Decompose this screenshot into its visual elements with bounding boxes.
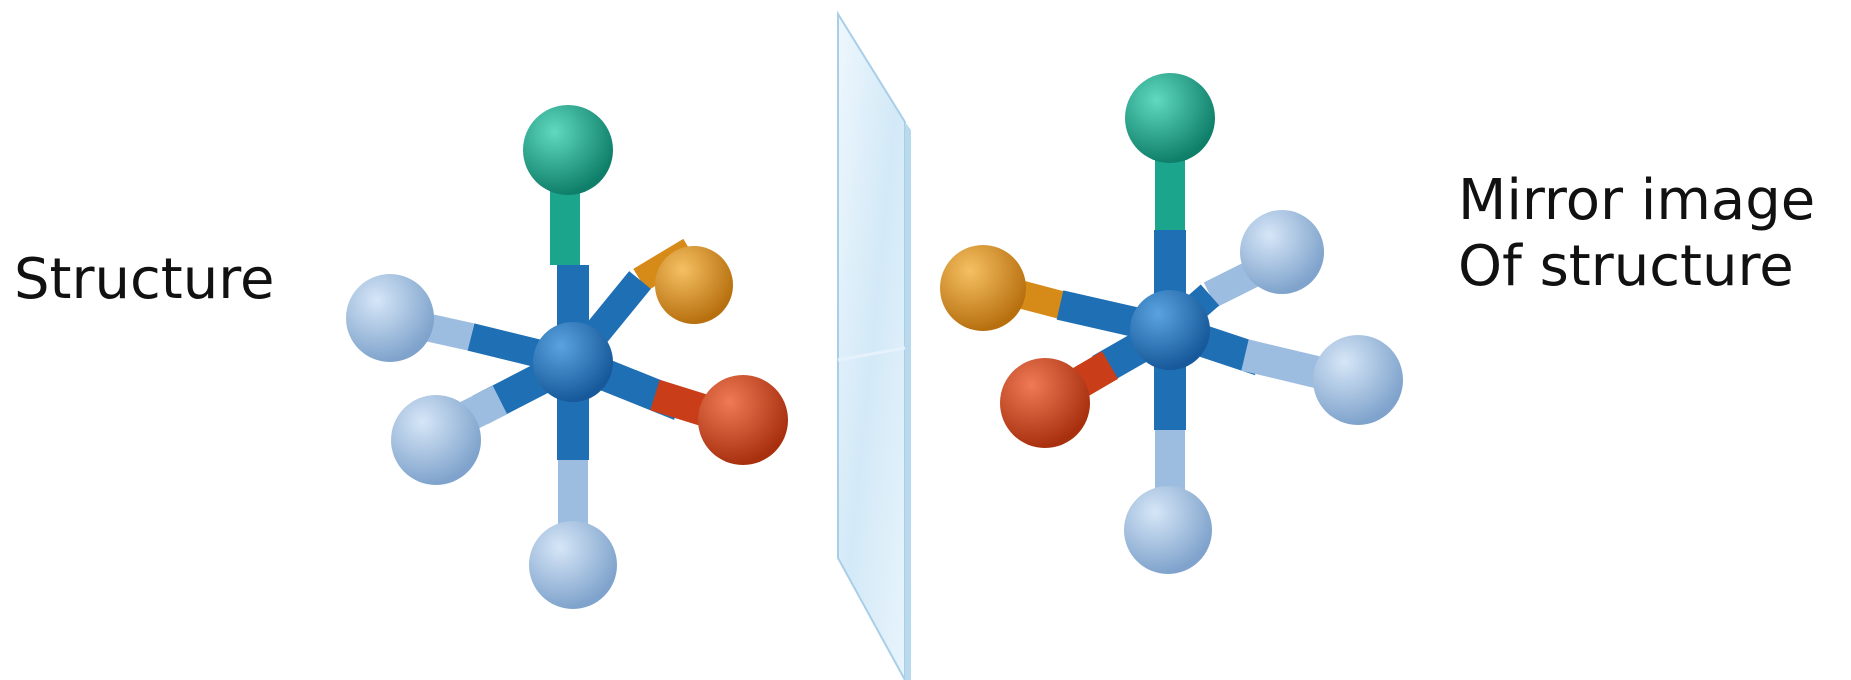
structure-label: Structure — [14, 247, 275, 312]
mirror-plane — [837, 10, 911, 680]
light-blue-atom — [1313, 335, 1403, 425]
red-atom — [698, 375, 788, 465]
red-atom — [1000, 358, 1090, 448]
molecule-structure — [346, 105, 788, 609]
molecule-mirror-image — [940, 73, 1403, 574]
mirror-image-label: Mirror image Of structure — [1458, 168, 1815, 300]
mirror-image-label-line1: Mirror image — [1458, 168, 1816, 233]
orange-atom — [940, 245, 1026, 331]
light-blue-atom — [1240, 210, 1324, 294]
orange-atom — [655, 246, 733, 324]
light-blue-atom — [529, 521, 617, 609]
light-blue-atom — [346, 274, 434, 362]
light-blue-atom — [391, 395, 481, 485]
mirror-image-label-line2: Of structure — [1458, 234, 1794, 299]
center-atom — [1130, 290, 1210, 370]
center-atom — [533, 322, 613, 402]
green-atom — [1125, 73, 1215, 163]
green-atom — [523, 105, 613, 195]
light-blue-atom — [1124, 486, 1212, 574]
